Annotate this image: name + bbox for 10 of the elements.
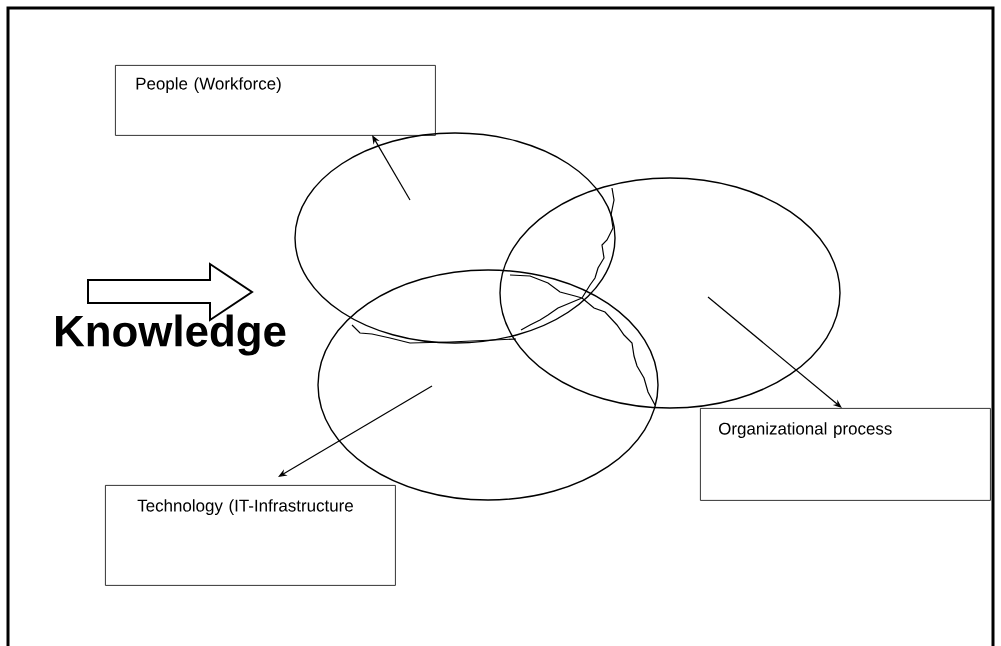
arrow (278, 385, 433, 477)
label-box: People (Workforce) (115, 65, 436, 136)
arrow (372, 135, 411, 201)
title-text: Knowledge (56, 314, 286, 356)
ellipse (317, 269, 659, 501)
label-box: Technology (IT-Infrastructure (105, 485, 396, 586)
ellipse (294, 132, 616, 344)
ellipse (499, 177, 841, 409)
label-box: Organizational process (700, 408, 991, 501)
arrow (707, 296, 842, 408)
